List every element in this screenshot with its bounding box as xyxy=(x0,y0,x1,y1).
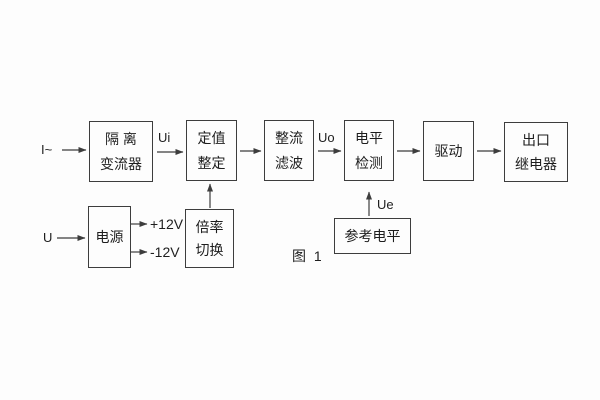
current-input-label: I~ xyxy=(41,142,53,157)
block-reference-level-label: 参考电平 xyxy=(344,228,401,244)
block-power-supply: 电源 xyxy=(88,206,131,268)
block-setpoint-adjust: 定值 整定 xyxy=(186,120,237,181)
block-rectify-filter: 整流 滤波 xyxy=(264,120,314,181)
block-level-detect: 电平 检测 xyxy=(344,120,394,181)
signal-uo-label: Uo xyxy=(318,130,335,145)
block-driver-label: 驱动 xyxy=(434,143,463,159)
block-setpoint-adjust-line1: 定值 xyxy=(197,130,226,147)
block-ratio-switch: 倍率 切换 xyxy=(185,209,234,268)
signal-ui-label: Ui xyxy=(158,130,171,145)
figure-caption: 图 1 xyxy=(292,248,324,264)
block-power-supply-label: 电源 xyxy=(95,229,124,245)
block-output-relay: 出口 继电器 xyxy=(504,122,568,182)
block-setpoint-adjust-line2: 整定 xyxy=(197,154,226,171)
block-isolation-transformer: 隔 离 变流器 xyxy=(89,121,153,182)
voltage-input-label: U xyxy=(43,230,53,245)
block-isolation-transformer-line1: 隔 离 xyxy=(105,131,137,148)
block-output-relay-line1: 出口 xyxy=(522,132,550,148)
block-output-relay-line2: 继电器 xyxy=(515,156,557,172)
block-level-detect-line1: 电平 xyxy=(355,130,383,147)
block-ratio-switch-line2: 切换 xyxy=(195,242,224,259)
block-isolation-transformer-line2: 变流器 xyxy=(100,155,142,172)
block-reference-level: 参考电平 xyxy=(334,218,411,254)
plus-12v-label: +12V xyxy=(150,216,184,232)
signal-ue-label: Ue xyxy=(377,197,394,212)
block-ratio-switch-line1: 倍率 xyxy=(195,218,224,235)
block-level-detect-line2: 检测 xyxy=(355,154,383,171)
block-rectify-filter-line2: 滤波 xyxy=(275,154,303,171)
block-rectify-filter-line1: 整流 xyxy=(275,130,303,147)
minus-12v-label: -12V xyxy=(150,244,180,260)
block-driver: 驱动 xyxy=(423,121,474,181)
